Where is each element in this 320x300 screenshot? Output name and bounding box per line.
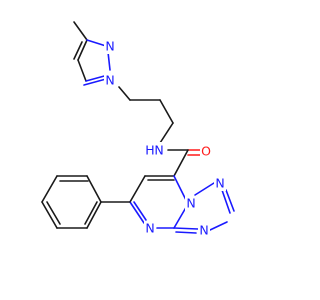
bond-methyl-c3 [73, 21, 88, 41]
bond-n2-n1 [107, 51, 111, 71]
bond-c4-c5 [77, 59, 87, 82]
molecule-structure-canvas: N N H N O N N N N [41, 21, 235, 238]
atom-amide-nh: H N [145, 142, 165, 158]
atom-n8-label: N [186, 196, 195, 211]
bond-c6-c5 [129, 175, 146, 203]
atom-n8-bridgehead: N [185, 196, 197, 211]
atom-o-label: O [201, 144, 211, 159]
bond-c3-c4 [77, 39, 88, 61]
bond-n1t-c2t-inner [225, 189, 235, 212]
bond-ph-4-inner [46, 201, 61, 225]
atom-label-layer: N N H N O N N N N [104, 39, 226, 238]
bond-ph-6 [86, 201, 102, 229]
bond-ph-1 [86, 175, 102, 203]
atom-n1-pyrazole: N [104, 73, 116, 88]
atom-nh-h-label: H [145, 143, 154, 158]
bond-ph-3 [41, 175, 58, 203]
bond-n3t-c3a-inner [175, 231, 197, 234]
atom-n2-pyrazole: N [104, 39, 116, 54]
atom-carbonyl-oxygen: O [200, 144, 213, 159]
bond-ph-4 [41, 201, 58, 229]
atom-n1t-label: N [215, 176, 224, 191]
bond-n3t-c3a [173, 227, 199, 230]
bond-n1t-c2t [221, 189, 231, 214]
bond-camide-c7 [173, 149, 189, 177]
bond-n1-ca [118, 86, 131, 101]
bond-c3-n2 [86, 39, 107, 47]
atom-n1-label: N [105, 73, 114, 88]
atom-n4-label: N [145, 221, 154, 236]
atom-n3-triazole: N [198, 223, 210, 238]
bond-ph-6-inner [84, 201, 98, 225]
bond-cc-nh [159, 122, 174, 144]
bond-layer [41, 21, 235, 234]
bond-c3-c4-inner [73, 41, 83, 60]
bond-c5-n4-inner [133, 201, 147, 221]
atom-nh-n-label: N [154, 143, 163, 158]
atom-n2-label: N [105, 39, 114, 54]
bond-c5-n4 [129, 201, 145, 224]
bond-n8-n1t [194, 182, 215, 196]
bond-cb-cc [159, 99, 174, 124]
atom-n1-triazole: N [214, 176, 226, 191]
bond-c2t-n3t [209, 221, 228, 231]
bond-c5-n1-inner [83, 78, 107, 86]
atom-n4-pyrimidine: N [144, 221, 156, 236]
atom-n3t-label: N [199, 223, 208, 238]
